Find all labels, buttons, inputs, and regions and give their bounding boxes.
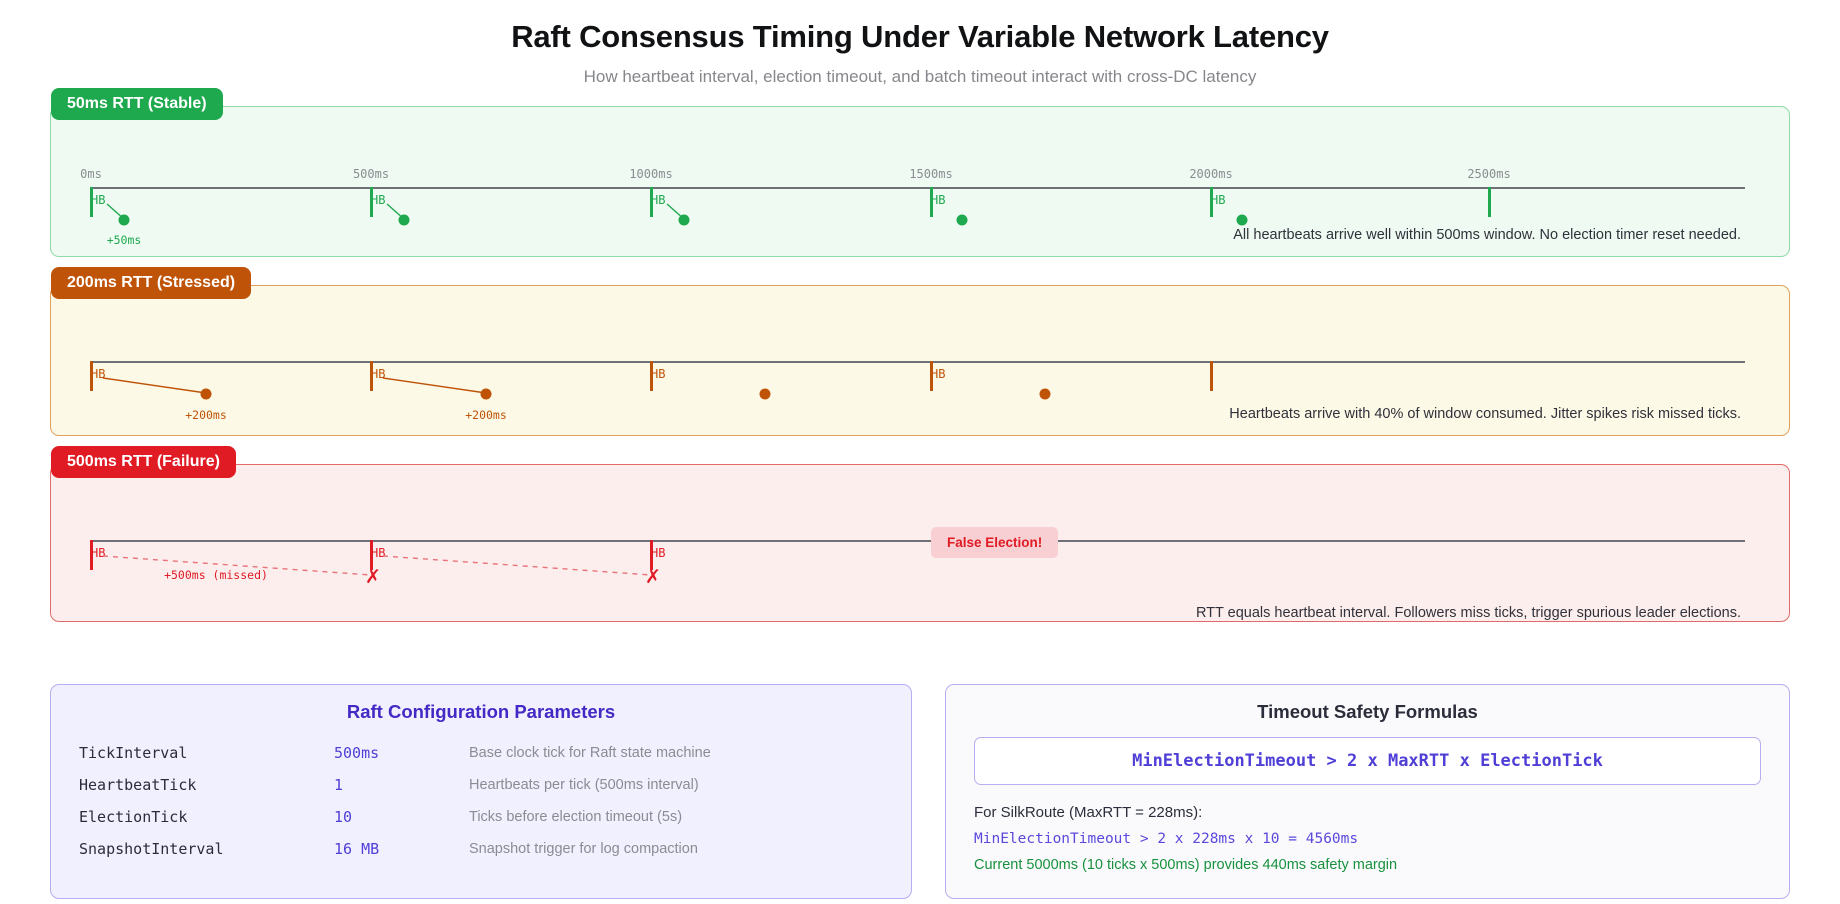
- arrival-dot: [118, 214, 130, 226]
- scenario-panels: 50ms RTT (Stable) 0ms 500ms 1000ms 1500m…: [0, 87, 1840, 622]
- config-param-desc: Base clock tick for Raft state machine: [469, 745, 711, 761]
- scenario-panel-stable: 50ms RTT (Stable) 0ms 500ms 1000ms 1500m…: [50, 87, 1790, 257]
- formula-card: Timeout Safety Formulas MinElectionTimeo…: [945, 684, 1790, 899]
- tick-label: 1000ms: [629, 166, 673, 181]
- heartbeat-stem: [650, 360, 653, 391]
- config-param-name: ElectionTick: [79, 808, 188, 826]
- missed-heartbeat-lines: [102, 555, 652, 576]
- arrival-dot: [678, 214, 690, 226]
- scenario-note: Heartbeats arrive with 40% of window con…: [1229, 405, 1741, 422]
- config-param-value: 16 MB: [334, 840, 380, 858]
- config-card-title: Raft Configuration Parameters: [346, 701, 616, 722]
- missed-tick-icon: ✗: [645, 565, 661, 588]
- arrival-dot: [480, 388, 492, 400]
- arrival-dot: [759, 388, 771, 400]
- formula-card-title: Timeout Safety Formulas: [1257, 701, 1478, 722]
- formula-margin-line: Current 5000ms (10 ticks x 500ms) provid…: [974, 857, 1398, 873]
- timeline-axis: [91, 186, 1745, 189]
- page-subtitle: How heartbeat interval, election timeout…: [583, 66, 1257, 86]
- heartbeat-stem: [930, 186, 933, 217]
- config-table: TickInterval 500ms Base clock tick for R…: [79, 737, 883, 865]
- heartbeat-label: HB: [651, 545, 666, 560]
- heartbeat-stem: [1488, 186, 1491, 217]
- formula-context-line: For SilkRoute (MaxRTT = 228ms):: [974, 804, 1203, 821]
- heartbeat-label: HB: [371, 545, 386, 560]
- config-param-value: 500ms: [334, 744, 380, 762]
- table-row: ElectionTick 10 Ticks before election ti…: [79, 801, 883, 833]
- bottom-cards: Raft Configuration Parameters TickInterv…: [50, 684, 1790, 899]
- arrival-dot: [200, 388, 212, 400]
- missed-tick-icon: ✗: [365, 565, 381, 588]
- heartbeat-stem: [90, 360, 93, 391]
- config-param-desc: Snapshot trigger for log compaction: [469, 841, 698, 857]
- formula-computed-line: MinElectionTimeout > 2 x 228ms x 10 = 45…: [974, 831, 1359, 847]
- tick-label: 0ms: [80, 166, 102, 181]
- scenario-note: All heartbeats arrive well within 500ms …: [1233, 226, 1741, 243]
- tick-label: 2000ms: [1189, 166, 1233, 181]
- timeline-track-stressed: HB HB HB HB +200ms +200ms Heartbeats arr…: [51, 286, 1789, 435]
- heartbeat-stem: [90, 186, 93, 217]
- tick-label: 1500ms: [909, 166, 953, 181]
- config-param-name: HeartbeatTick: [79, 776, 197, 794]
- scenario-badge-stable: 50ms RTT (Stable): [51, 87, 223, 121]
- timeline-track-stable: 0ms 500ms 1000ms 1500ms 2000ms 2500ms HB…: [51, 107, 1789, 256]
- heartbeat-label: HB: [651, 366, 666, 381]
- heartbeat-label: HB: [91, 192, 106, 207]
- config-param-desc: Ticks before election timeout (5s): [469, 809, 683, 825]
- page-title: Raft Consensus Timing Under Variable Net…: [511, 19, 1329, 54]
- tick-label: 2500ms: [1467, 166, 1511, 181]
- scenario-badge-failure: 500ms RTT (Failure): [51, 445, 236, 479]
- config-card: Raft Configuration Parameters TickInterv…: [50, 684, 912, 899]
- heartbeat-label: HB: [371, 366, 386, 381]
- config-param-value: 10: [334, 808, 353, 826]
- table-row: TickInterval 500ms Base clock tick for R…: [79, 737, 883, 769]
- config-param-name: TickInterval: [79, 744, 188, 762]
- heartbeat-stem: [370, 186, 373, 217]
- heartbeat-stem: [90, 539, 93, 570]
- delay-label: +50ms: [106, 232, 142, 247]
- scenario-panel-stressed: 200ms RTT (Stressed) HB HB HB HB: [50, 266, 1790, 436]
- timeline-axis: [91, 360, 1745, 363]
- heartbeat-stem: [650, 539, 653, 570]
- main-formula: MinElectionTimeout > 2 x MaxRTT x Electi…: [974, 737, 1761, 785]
- config-param-name: SnapshotInterval: [79, 840, 224, 858]
- heartbeat-label: HB: [651, 192, 666, 207]
- false-election-badge: False Election!: [931, 526, 1059, 558]
- heartbeat-label: HB: [91, 545, 106, 560]
- table-row: HeartbeatTick 1 Heartbeats per tick (500…: [79, 769, 883, 801]
- timeline-axis: [91, 539, 1745, 542]
- heartbeat-label: HB: [1211, 192, 1226, 207]
- table-row: SnapshotInterval 16 MB Snapshot trigger …: [79, 833, 883, 865]
- arrival-dot: [956, 214, 968, 226]
- arrival-dot: [1236, 214, 1248, 226]
- heartbeat-stem: [930, 360, 933, 391]
- config-param-value: 1: [334, 776, 344, 794]
- timeline-track-failure: HB HB HB ✗ ✗ +500ms (missed) False Elect…: [51, 465, 1789, 621]
- scenario-panel-failure: 500ms RTT (Failure) HB HB HB ✗ ✗ +500ms …: [50, 445, 1790, 622]
- scenario-badge-stressed: 200ms RTT (Stressed): [51, 266, 252, 300]
- arrival-dot: [398, 214, 410, 226]
- tick-label: 500ms: [352, 166, 390, 181]
- heartbeat-stem: [370, 360, 373, 391]
- heartbeat-label: HB: [931, 192, 946, 207]
- heartbeat-label: HB: [371, 192, 386, 207]
- heartbeat-stem: [650, 186, 653, 217]
- scenario-note: RTT equals heartbeat interval. Followers…: [1195, 604, 1741, 621]
- heartbeat-stem: [1210, 186, 1213, 217]
- delay-label: +200ms: [185, 407, 227, 422]
- arrival-dot: [1039, 388, 1051, 400]
- heartbeat-label: HB: [931, 366, 946, 381]
- delay-label: +500ms (missed): [164, 567, 268, 582]
- delay-label: +200ms: [465, 407, 507, 422]
- heartbeat-label: HB: [91, 366, 106, 381]
- heartbeat-stem: [370, 539, 373, 570]
- config-param-desc: Heartbeats per tick (500ms interval): [469, 777, 699, 793]
- heartbeat-stem: [1210, 360, 1213, 391]
